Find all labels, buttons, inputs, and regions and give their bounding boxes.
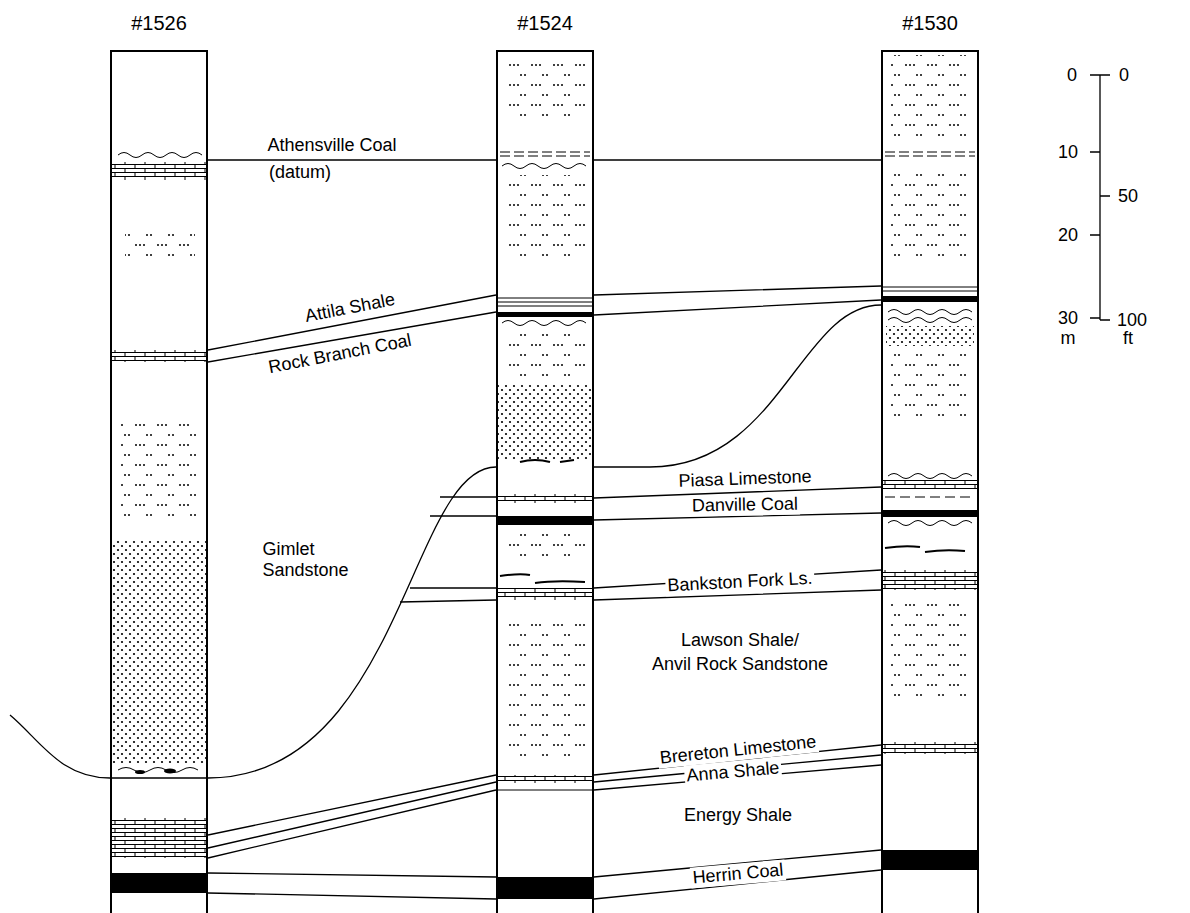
scale-value: 20 — [1056, 225, 1080, 246]
well-number: #1530 — [863, 12, 997, 35]
scale-value: 30 — [1056, 308, 1080, 329]
unit-name: Anvil Rock Sandstone — [650, 654, 830, 675]
scale-value: 0 — [1117, 65, 1131, 86]
well-number: #1524 — [478, 12, 612, 35]
unit-name: Lawson Shale/ — [679, 630, 801, 651]
unit-name: Energy Shale — [682, 805, 794, 826]
well-column: #1526 — [110, 50, 208, 913]
well-column: #1530 — [881, 50, 979, 913]
unit-name: Gimlet Sandstone — [261, 539, 360, 581]
unit-name: Herrin Coal — [690, 859, 786, 888]
unit-name: Bankston Fork Ls. — [665, 568, 815, 597]
datum-note: (datum) — [267, 162, 333, 183]
scale-value: 100 — [1115, 310, 1149, 331]
scale-unit: m — [1059, 328, 1078, 349]
scale-value: 10 — [1056, 142, 1080, 163]
unit-name: Attila Shale — [301, 289, 398, 328]
unit-name: Athensville Coal — [265, 135, 398, 156]
unit-name: Rock Branch Coal — [265, 329, 415, 378]
scale-value: 0 — [1065, 65, 1079, 86]
scale-unit: ft — [1121, 328, 1135, 349]
unit-name: Danville Coal — [690, 494, 800, 517]
well-column: #1524 — [496, 50, 594, 913]
well-number: #1526 — [92, 12, 226, 35]
scale-value: 50 — [1116, 186, 1140, 207]
unit-name: Piasa Limestone — [676, 466, 814, 492]
